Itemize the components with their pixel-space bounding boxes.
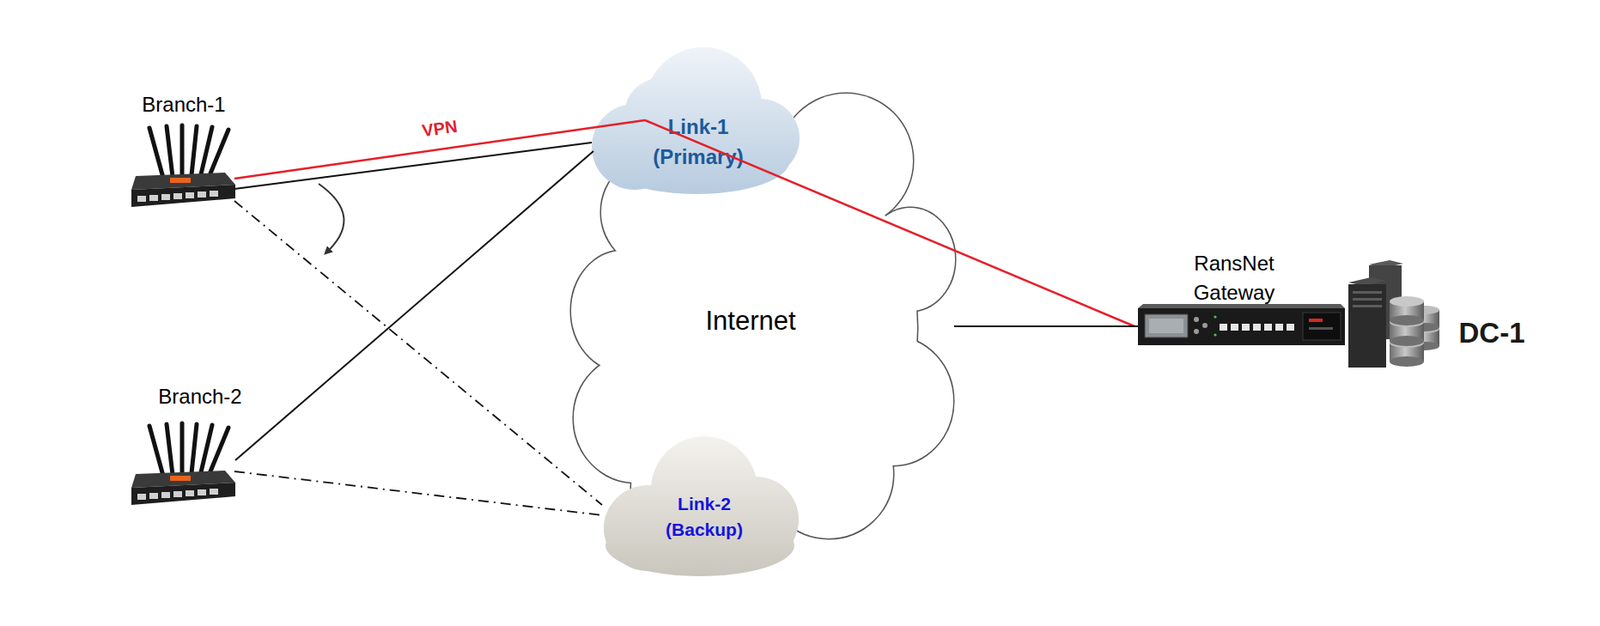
port	[1286, 323, 1295, 331]
backup-link-line	[234, 471, 603, 516]
badge-strip	[1308, 327, 1333, 330]
port-row	[1219, 323, 1295, 331]
antenna	[149, 425, 164, 476]
primary-link-cloud: Link-1 (Primary)	[591, 45, 802, 195]
port	[173, 491, 183, 498]
vpn-tunnel	[644, 120, 1135, 327]
port	[149, 194, 159, 201]
gateway-device: RansNet Gateway	[1129, 249, 1353, 348]
node-label: Link-2 (Backup)	[652, 491, 756, 543]
branch-router: Branch-1	[128, 92, 237, 215]
node-label: Branch-1	[132, 92, 236, 117]
cloud-outline	[571, 93, 956, 539]
button	[1193, 328, 1199, 335]
drive-bay	[1352, 291, 1382, 294]
router-illustration	[131, 125, 236, 207]
datacenter-illustration	[1348, 260, 1440, 368]
port	[137, 195, 147, 202]
datacenter: DC-1	[1339, 257, 1538, 370]
router-illustration	[131, 423, 236, 505]
antenna	[166, 424, 173, 475]
router-logo	[170, 475, 191, 481]
port	[185, 192, 195, 199]
gateway-appliance	[1137, 304, 1345, 346]
button	[1193, 316, 1199, 323]
router-front	[131, 482, 236, 505]
port	[1264, 323, 1272, 331]
cloud-fill	[617, 97, 773, 183]
node-label: Branch-2	[148, 384, 252, 409]
button	[1202, 322, 1208, 329]
port	[1253, 323, 1261, 331]
antenna	[180, 423, 185, 475]
disk-cylinder	[1389, 356, 1424, 367]
antenna	[191, 126, 197, 176]
uplink-line	[954, 325, 1138, 328]
port	[1241, 323, 1250, 331]
drive-bay	[1352, 298, 1382, 301]
router-logo	[170, 177, 191, 183]
antenna	[200, 425, 213, 473]
node-label: DC-1	[1448, 316, 1535, 351]
antenna	[210, 129, 229, 174]
port-row	[137, 488, 219, 500]
primary-link-line	[234, 142, 592, 189]
port	[1230, 323, 1239, 331]
antenna	[191, 424, 197, 474]
port	[209, 190, 219, 197]
antenna	[166, 126, 173, 177]
internet-cloud: Internet Link-1 (Primary) Link-2 (Backup)	[571, 91, 955, 542]
disk-cylinder	[1389, 296, 1424, 307]
cloud-fill	[591, 47, 800, 195]
appliance-top	[1137, 304, 1345, 309]
status-led	[1213, 315, 1217, 318]
antenna	[210, 427, 229, 472]
port	[197, 191, 207, 198]
lcd-screen	[1149, 318, 1184, 334]
edge-label: VPN	[420, 116, 459, 142]
cloud-outline	[865, 207, 956, 311]
branch-router: Branch-2	[128, 384, 237, 516]
port	[137, 493, 147, 500]
backup-link-cloud: Link-2 (Backup)	[596, 433, 802, 577]
port	[1219, 323, 1228, 331]
antenna-set	[149, 125, 229, 178]
vpn-tunnel	[234, 120, 645, 179]
node-label: RansNet Gateway	[1178, 249, 1290, 308]
cloud-fill	[622, 480, 778, 567]
antenna-set	[149, 423, 229, 476]
port	[161, 492, 171, 499]
badge-logo	[1308, 318, 1323, 323]
node-label: Link-1 (Primary)	[638, 111, 759, 172]
disk-cylinder	[1389, 315, 1424, 326]
port	[197, 489, 207, 496]
cloud-fill	[865, 207, 956, 311]
port	[1275, 323, 1284, 331]
failover-arrow	[318, 183, 344, 253]
antenna	[180, 125, 185, 177]
lcd-panel	[1144, 314, 1188, 338]
antenna	[200, 127, 213, 175]
status-led	[1213, 333, 1217, 336]
router-front	[131, 184, 236, 207]
server-tower	[1348, 284, 1387, 368]
primary-link-line	[235, 151, 594, 461]
appliance-front	[1137, 308, 1345, 346]
disk-cylinder	[1389, 335, 1424, 347]
port	[173, 193, 183, 200]
port	[161, 194, 171, 201]
cloud-fill	[571, 93, 956, 539]
backup-link-line	[234, 200, 603, 505]
port	[185, 490, 195, 497]
port	[149, 492, 159, 499]
port	[209, 488, 219, 495]
node-label: Internet	[664, 305, 837, 337]
drive-bay	[1352, 304, 1382, 308]
cloud-fill	[603, 436, 799, 577]
port-row	[137, 190, 219, 202]
antenna	[149, 127, 164, 178]
appliance-badge	[1302, 312, 1341, 341]
